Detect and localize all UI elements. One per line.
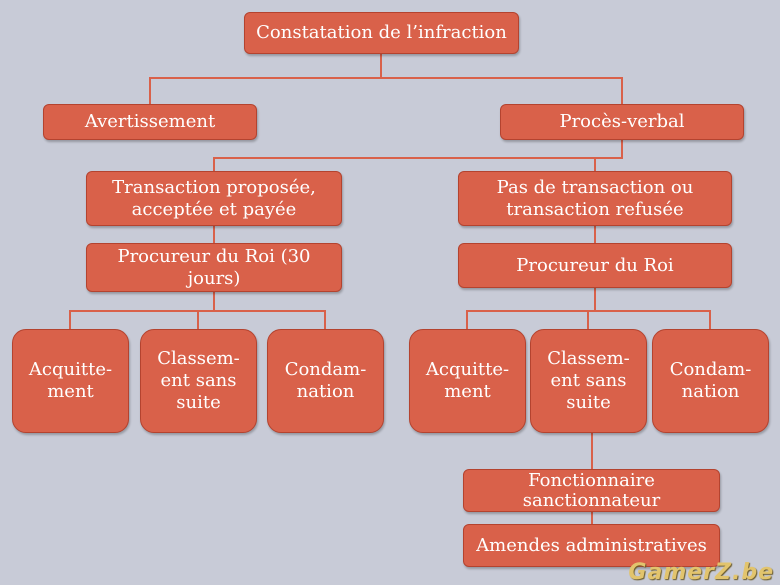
proces-verbal-node: Procès-verbal xyxy=(500,104,744,140)
watermark-logo: GamerZ.be xyxy=(628,560,774,585)
left-classement-node: Classem-ent sans suite xyxy=(140,329,257,433)
procureur-30-jours-node: Procureur du Roi (30 jours) xyxy=(86,243,342,292)
right-acquittement-node: Acquitte-ment xyxy=(409,329,526,433)
amendes-node: Amendes administratives xyxy=(463,524,720,567)
root-node: Constatation de l’infraction xyxy=(244,12,519,54)
left-condamnation-node: Condam-nation xyxy=(267,329,384,433)
right-condamnation-node: Condam-nation xyxy=(652,329,769,433)
fonctionnaire-node: Fonctionnaire sanctionnateur xyxy=(463,469,720,512)
procureur-node: Procureur du Roi xyxy=(458,243,732,288)
left-acquittement-node: Acquitte-ment xyxy=(12,329,129,433)
transaction-acceptee-node: Transaction proposée, acceptée et payée xyxy=(86,171,342,226)
right-classement-node: Classem-ent sans suite xyxy=(530,329,647,433)
avertissement-node: Avertissement xyxy=(43,104,257,140)
transaction-refusee-node: Pas de transaction ou transaction refusé… xyxy=(458,171,732,226)
